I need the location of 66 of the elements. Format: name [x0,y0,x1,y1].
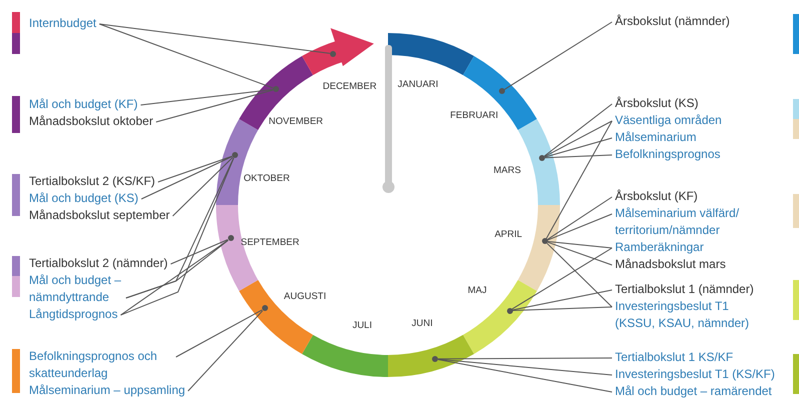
milestone-text: Väsentliga områden [612,112,725,129]
leader-line [544,154,612,158]
leader-line [176,309,263,358]
milestone-text: Årsbokslut (nämnder) [612,13,733,30]
milestone-text: Målseminarium välfärd/ territorium/nämnder [612,205,762,239]
leader-line [98,24,274,89]
milestone-text: Årsbokslut (KS) [612,95,702,112]
leader-line [438,359,612,392]
leader-line [98,24,330,54]
milestone-text: Mål och budget (KF) [26,96,141,113]
milestone-text: Investeringsbeslut T1 (KS/KF) [612,366,778,383]
leader-line [546,196,612,240]
leader-line [546,242,612,308]
leader-line [140,89,274,106]
leader-line [172,156,234,216]
leader-line [546,120,612,240]
leader-line [438,358,612,360]
month-label: DECEMBER [322,80,377,94]
month-label: MAJ [468,284,487,298]
milestone-text: Årsbokslut (KF) [612,188,701,205]
leader-line [158,156,233,182]
milestone-text: Befolkningsprognos [612,146,724,163]
leader-line [170,239,228,264]
month-label: JUNI [412,317,433,332]
milestone-text: Tertialbokslut 1 (nämnder) [612,281,757,298]
leader-line [512,290,612,311]
leader-line [120,158,234,316]
leader-line [126,157,234,298]
milestone-text: Månadsbokslut mars [612,256,729,273]
month-label: FEBRUARI [450,108,498,123]
milestone-text: Månadsbokslut september [26,207,173,224]
leader-line [544,104,612,157]
leader-line [512,248,612,310]
month-label: OKTOBER [244,172,290,186]
leader-line [547,241,612,248]
leader-line [547,242,612,266]
milestone-text: Ramberäkningar [612,239,707,256]
milestone-text: Långtidsprognos [26,306,121,323]
leader-line [544,138,612,158]
milestone-text: Tertialbokslut 2 (nämnder) [26,255,171,272]
milestone-text: Målseminarium – uppsamling [26,382,188,399]
leader-line [140,156,233,200]
leader-line [438,358,612,376]
leader-line [512,306,612,312]
milestone-text: Tertialbokslut 1 KS/KF [612,349,736,366]
milestone-text: Mål och budget (KS) [26,190,142,207]
month-label: JULI [352,319,372,334]
leader-line [544,120,612,158]
leader-line [156,89,274,122]
milestone-text: Mål och budget – nämndyttrande [26,272,126,306]
leader-line [188,310,264,392]
milestone-text: Mål och budget – ramärendet [612,383,775,400]
month-label: SEPTEMBER [240,236,300,250]
month-label: MARS [493,164,521,178]
month-label: JANUARI [398,78,438,92]
month-label: AUGUSTI [284,290,326,304]
month-label: APRIL [494,228,522,242]
milestone-text: Månadsbokslut oktober [26,113,156,130]
milestone-text: Målseminarium [612,129,700,146]
leader-line [120,240,229,316]
milestone-text: Befolkningsprognos och skatteunderlag [26,348,176,382]
milestone-text: Internbudget [26,15,100,32]
leader-line [547,214,612,241]
milestone-text: Investeringsbeslut T1 (KSSU, KSAU, nämnder) [612,298,772,332]
month-label: NOVEMBER [268,114,324,129]
milestone-text: Tertialbokslut 2 (KS/KF) [26,173,158,190]
